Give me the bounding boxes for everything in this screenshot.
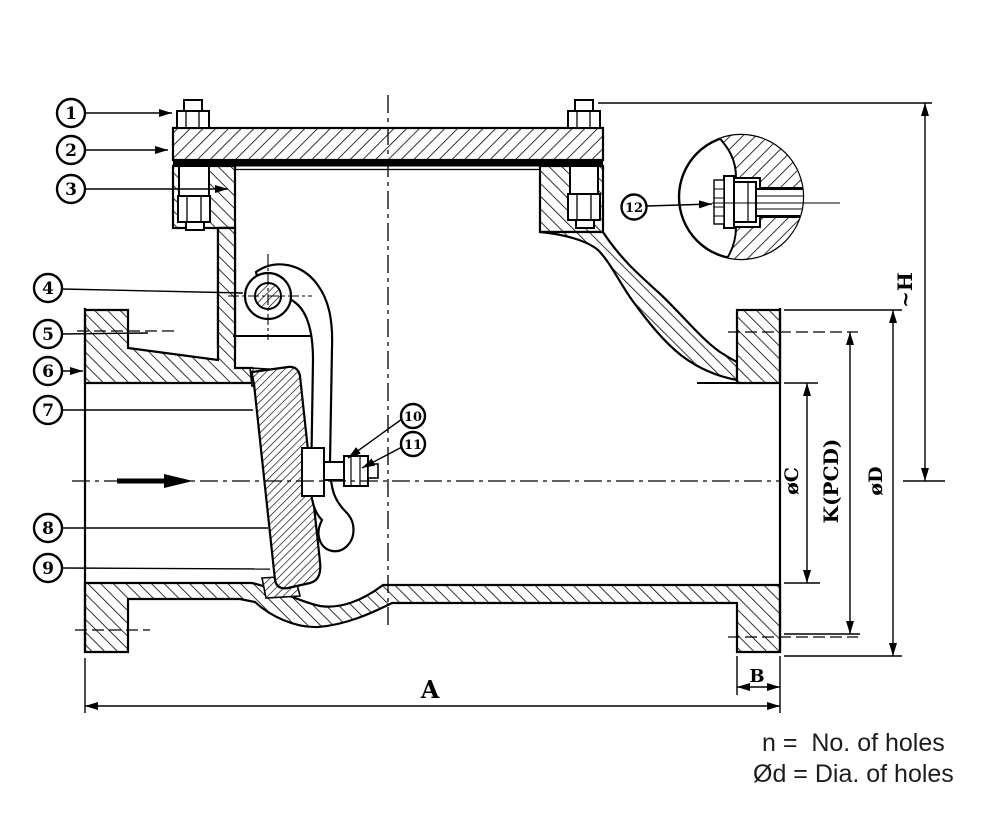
callout-9: 9 bbox=[32, 552, 64, 584]
callout-6-label: 6 bbox=[42, 362, 54, 382]
bolt-stud-end bbox=[575, 219, 595, 229]
callout-8: 8 bbox=[32, 512, 64, 544]
note-d-holes: Ød = Dia. of holes bbox=[753, 760, 954, 788]
callout-2-label: 2 bbox=[65, 141, 77, 161]
callout-7-label: 7 bbox=[42, 401, 54, 421]
callout-5-label: 5 bbox=[42, 325, 54, 345]
callout-9-label: 9 bbox=[42, 559, 54, 579]
dim-label-B: B bbox=[749, 666, 764, 687]
callout-5: 5 bbox=[32, 318, 64, 350]
notes: n = No. of holes Ød = Dia. of holes bbox=[753, 729, 954, 788]
dim-label-K: K(PCD) bbox=[819, 439, 843, 524]
callout-3: 3 bbox=[55, 173, 87, 205]
callout-12: 12 bbox=[620, 193, 648, 221]
disc-stud-nut bbox=[301, 447, 379, 497]
callout-4-label: 4 bbox=[42, 279, 54, 299]
dim-label-H: ~H bbox=[893, 272, 917, 308]
plug-washer bbox=[723, 175, 735, 229]
plug-serration bbox=[713, 179, 725, 225]
bolt-shank bbox=[569, 165, 599, 195]
cover-bolt-left bbox=[176, 99, 211, 231]
note-n-holes: n = No. of holes bbox=[762, 729, 945, 757]
dimensions bbox=[84, 102, 945, 713]
callout-balloons: 1 2 3 4 5 6 7 8 bbox=[32, 97, 648, 584]
bolt-nut-bottom bbox=[567, 193, 601, 221]
callout-leaders bbox=[61, 109, 713, 570]
stud-thread-end bbox=[367, 463, 379, 479]
dim-label-C: øC bbox=[781, 467, 803, 495]
callout-1-label: 1 bbox=[65, 104, 77, 124]
callout-12-label: 12 bbox=[625, 201, 643, 216]
bolt-nut-top bbox=[176, 110, 210, 129]
callout-4: 4 bbox=[32, 272, 64, 304]
callout-10: 10 bbox=[399, 402, 427, 430]
bolt-stud-end bbox=[185, 221, 205, 231]
disc-stud bbox=[323, 461, 347, 481]
callout-8-label: 8 bbox=[42, 519, 54, 539]
bolt-nut-top bbox=[567, 110, 601, 129]
drain-plug bbox=[713, 175, 803, 229]
centerlines bbox=[72, 95, 858, 638]
dim-K bbox=[784, 332, 860, 635]
dim-A bbox=[84, 656, 781, 713]
bolt-nut-bottom bbox=[177, 195, 211, 223]
callout-10-label: 10 bbox=[404, 410, 422, 425]
hinge-pin bbox=[228, 254, 312, 340]
callout-1: 1 bbox=[55, 97, 87, 129]
dim-C bbox=[784, 382, 820, 584]
outlet-flange-top bbox=[735, 308, 782, 385]
disc-boss bbox=[301, 447, 325, 497]
callout-2: 2 bbox=[55, 134, 87, 166]
body-right-wall bbox=[539, 230, 739, 382]
disc bbox=[250, 365, 322, 590]
callout-7: 7 bbox=[32, 394, 64, 426]
plug-head bbox=[733, 181, 757, 223]
dim-H bbox=[598, 102, 945, 482]
dim-D bbox=[784, 309, 902, 657]
dim-label-A: A bbox=[420, 675, 440, 704]
dim-label-D: øD bbox=[865, 466, 887, 495]
dim-B bbox=[736, 656, 780, 695]
callout-11: 11 bbox=[399, 430, 427, 458]
callout-6: 6 bbox=[32, 355, 64, 387]
bolt-shank bbox=[178, 165, 210, 197]
detail-bubble bbox=[677, 133, 840, 261]
cover-bolt-right bbox=[567, 99, 601, 229]
flow-direction-arrow bbox=[117, 474, 193, 488]
callout-3-label: 3 bbox=[65, 180, 77, 200]
inlet-top-wall bbox=[83, 226, 254, 385]
bottom-wall bbox=[83, 581, 782, 654]
callout-11-label: 11 bbox=[404, 438, 422, 453]
